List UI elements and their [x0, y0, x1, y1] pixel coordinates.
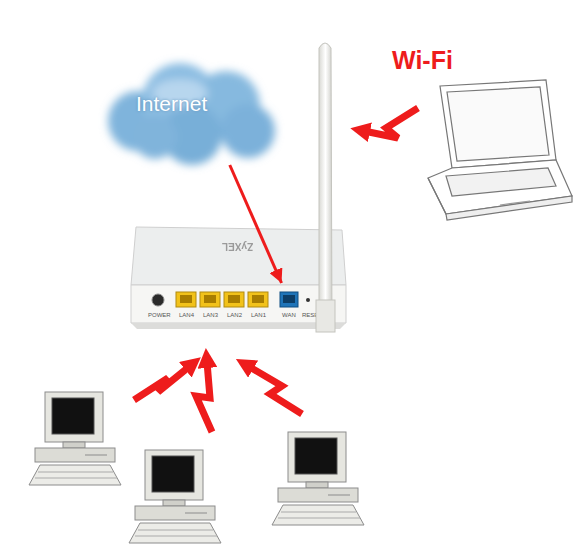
- wifi-label: Wi-Fi: [392, 46, 453, 75]
- lan-port: [248, 292, 268, 307]
- cloud-puff: [162, 105, 222, 165]
- lan-port: [176, 292, 196, 307]
- brand-logo: ZyXEL: [222, 241, 253, 251]
- lan-port: [200, 292, 220, 307]
- laptop: [428, 80, 572, 220]
- cloud-shape: [100, 55, 275, 165]
- cloud-puff: [192, 71, 260, 139]
- port-label: LAN2: [227, 312, 242, 318]
- cloud-highlight: [152, 79, 208, 107]
- port-socket: [283, 295, 295, 303]
- wan-port: [280, 292, 298, 307]
- cloud-puff: [133, 115, 177, 159]
- internet-cloud: Internet: [100, 55, 275, 165]
- antenna: [319, 43, 332, 330]
- cloud-label: Internet: [136, 93, 207, 114]
- port-socket: [180, 295, 192, 303]
- desktop-computer: [272, 432, 364, 525]
- power-jack: [152, 294, 164, 306]
- port-socket: [252, 295, 264, 303]
- port-label: LAN1: [251, 312, 266, 318]
- router: ZyXELPOWERLAN4LAN3LAN2LAN1WANRESET: [140, 283, 340, 323]
- port-label: RESET: [302, 312, 322, 318]
- port-label: LAN3: [203, 312, 218, 318]
- reset-button: [306, 298, 310, 302]
- desktop-computer: [129, 450, 221, 543]
- connection-arrow: [230, 165, 282, 283]
- router-back-panel: [131, 285, 346, 323]
- router-shadow: [131, 323, 346, 329]
- wireless-signal: [134, 108, 418, 432]
- port-label: POWER: [148, 312, 171, 318]
- port-socket: [228, 295, 240, 303]
- port-socket: [204, 295, 216, 303]
- router-body: [140, 283, 340, 323]
- port-label: WAN: [282, 312, 296, 318]
- cloud-puff: [142, 63, 218, 139]
- cloud-puff: [221, 104, 275, 158]
- lan-port: [224, 292, 244, 307]
- router-top: [131, 227, 346, 285]
- cloud-puff: [108, 91, 168, 151]
- desktop-computer: [29, 392, 121, 485]
- antenna-base: [316, 300, 335, 332]
- port-label: LAN4: [179, 312, 194, 318]
